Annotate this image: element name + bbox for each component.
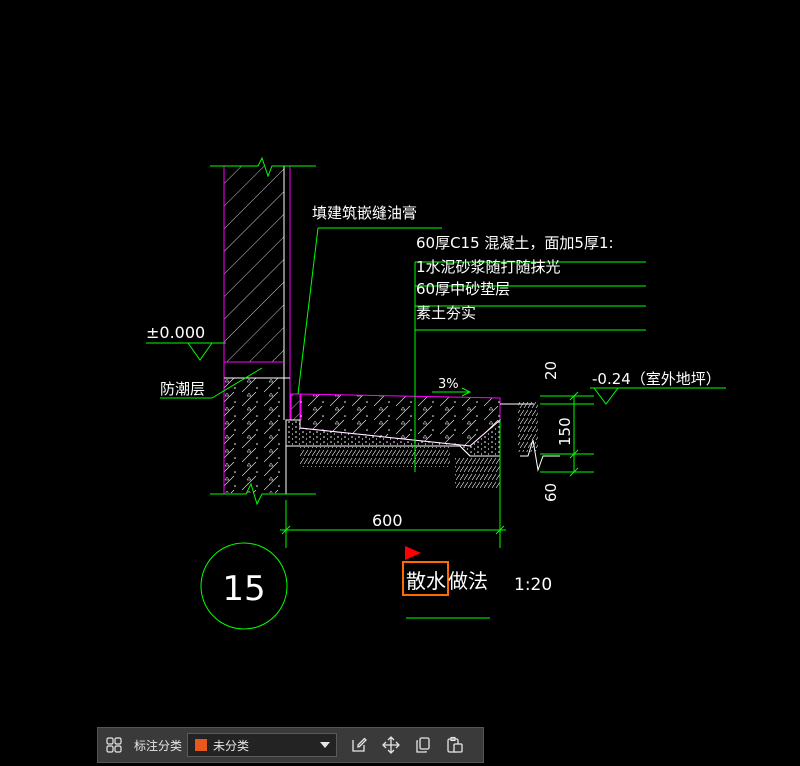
wall-section [210, 156, 316, 506]
detail-number: 15 [222, 569, 265, 609]
chevron-down-icon [320, 738, 331, 752]
edit-icon[interactable] [346, 732, 372, 758]
title-text-part2: 做法 [448, 569, 488, 593]
grid-icon[interactable] [101, 732, 127, 758]
apron-section [285, 393, 560, 488]
annotation-toolbar: 标注分类 未分类 [97, 727, 484, 763]
copy-icon[interactable] [410, 732, 436, 758]
category-select[interactable]: 未分类 [187, 733, 338, 757]
layer-note-1: 60厚C15 混凝土，面加5厚1: [416, 234, 614, 252]
paste-icon[interactable] [442, 732, 468, 758]
caulk-note: 填建筑嵌缝油膏 [312, 204, 417, 222]
category-value: 未分类 [213, 738, 250, 753]
damp-proof-label: 防潮层 [160, 380, 205, 398]
dim-150: 150 [556, 417, 574, 446]
move-icon[interactable] [378, 732, 404, 758]
layer-note-2: 1水泥砂浆随打随抹光 [416, 258, 561, 276]
layer-note-3: 60厚中砂垫层 [416, 280, 510, 298]
slope-label: 3% [438, 377, 459, 392]
outdoor-elevation: -0.24（室外地坪） [592, 370, 721, 388]
dim-600: 600 [372, 511, 403, 530]
category-color-swatch [194, 738, 209, 752]
elevation-zero: ±0.000 [146, 323, 205, 342]
flag-marker [405, 546, 421, 560]
title-text-part1[interactable]: 散水 [406, 569, 446, 593]
dim-60: 60 [542, 483, 560, 502]
leader-lines [146, 227, 726, 472]
selection-box [402, 561, 449, 596]
title-block [200, 542, 490, 630]
category-label: 标注分类 [134, 738, 183, 753]
scale-label: 1:20 [514, 575, 552, 595]
dim-20: 20 [542, 361, 560, 380]
dimension-lines [280, 391, 594, 548]
layer-note-4: 素土夯实 [416, 304, 476, 322]
